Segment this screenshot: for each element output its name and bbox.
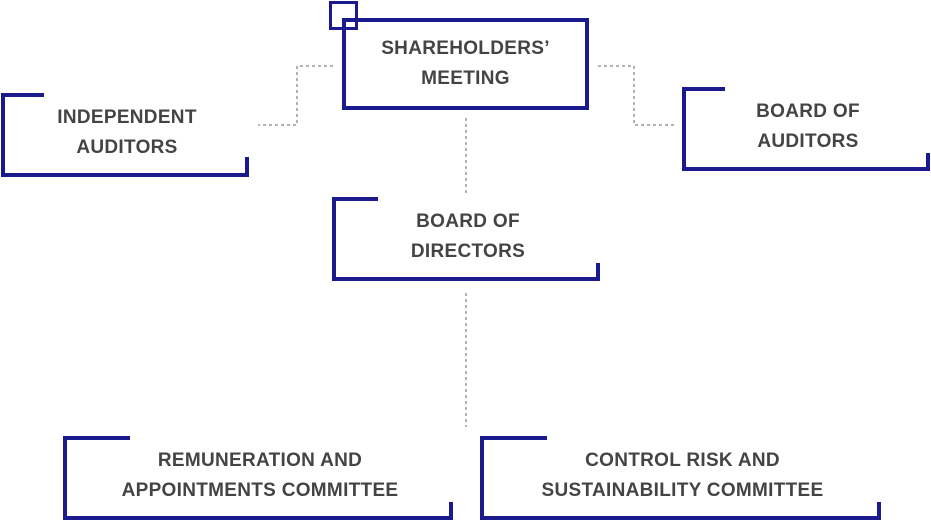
node-label-line: CONTROL RISK AND (585, 450, 780, 471)
bracket-top-tab (1, 93, 44, 97)
node-label-line: REMUNERATION AND (157, 450, 363, 471)
bracket-right-tab (245, 157, 249, 177)
node-board-of-auditors: BOARD OF AUDITORS (682, 87, 930, 171)
node-board-of-directors: BOARD OF DIRECTORS (332, 197, 600, 281)
node-label-line: INDEPENDENT (57, 107, 197, 128)
node-remuneration-appointments-committee: REMUNERATION AND APPOINTMENTS COMMITTEE (63, 436, 453, 520)
node-label-line: AUDITORS (76, 137, 178, 158)
node-label-line: BOARD OF (416, 211, 520, 232)
bracket-top-tab (332, 197, 378, 201)
connector-shareholders-board-of-auditors (598, 65, 674, 126)
connector-shareholders-independent-auditors (258, 65, 333, 126)
node-independent-auditors: INDEPENDENT AUDITORS (1, 93, 249, 177)
bracket-right-tab (926, 153, 930, 171)
node-label-line: APPOINTMENTS COMMITTEE (121, 480, 399, 501)
node-label-line: SHAREHOLDERS’ (381, 38, 550, 59)
bracket-right-tab (877, 502, 881, 520)
node-label-line: SUSTAINABILITY COMMITTEE (541, 480, 824, 501)
bracket-top-tab (480, 436, 547, 440)
node-label-line: BOARD OF (756, 101, 860, 122)
node-label-line: DIRECTORS (410, 241, 526, 262)
node-label-line: MEETING (421, 68, 510, 89)
bracket-right-tab (449, 502, 453, 520)
node-shareholders-meeting: SHAREHOLDERS’ MEETING (342, 18, 589, 110)
node-label-line: AUDITORS (757, 131, 859, 152)
node-control-risk-sustainability-committee: CONTROL RISK AND SUSTAINABILITY COMMITTE… (480, 436, 881, 520)
bracket-right-tab (596, 263, 600, 281)
bracket-top-tab (63, 436, 130, 440)
bracket-top-tab (682, 87, 725, 91)
